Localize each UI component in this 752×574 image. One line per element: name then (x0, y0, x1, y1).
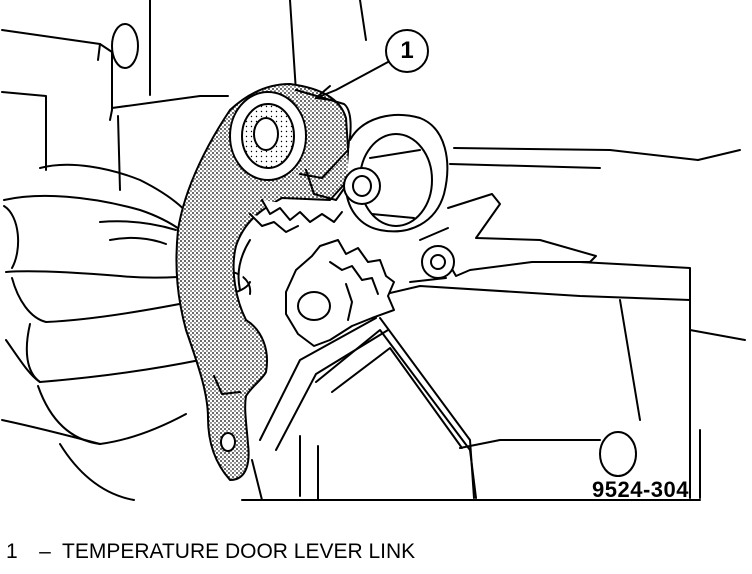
figure-number: 9524-304 (592, 477, 689, 502)
link-gear-teeth (237, 199, 343, 291)
legend-item-dash: – (39, 540, 51, 563)
shaft-housing (343, 114, 449, 233)
legend-item-number: 1 (6, 540, 18, 563)
legend: 1–TEMPERATURE DOOR LEVER LINK (6, 540, 415, 564)
pinion-gear (285, 239, 395, 347)
callout-number-1: 1 (400, 37, 414, 64)
callout-leader (315, 29, 429, 101)
crank-arm (409, 193, 597, 283)
lever-link (175, 83, 352, 481)
housing-background (1, 0, 746, 499)
legend-item-label: TEMPERATURE DOOR LEVER LINK (62, 540, 416, 563)
housing-tray (241, 285, 701, 501)
